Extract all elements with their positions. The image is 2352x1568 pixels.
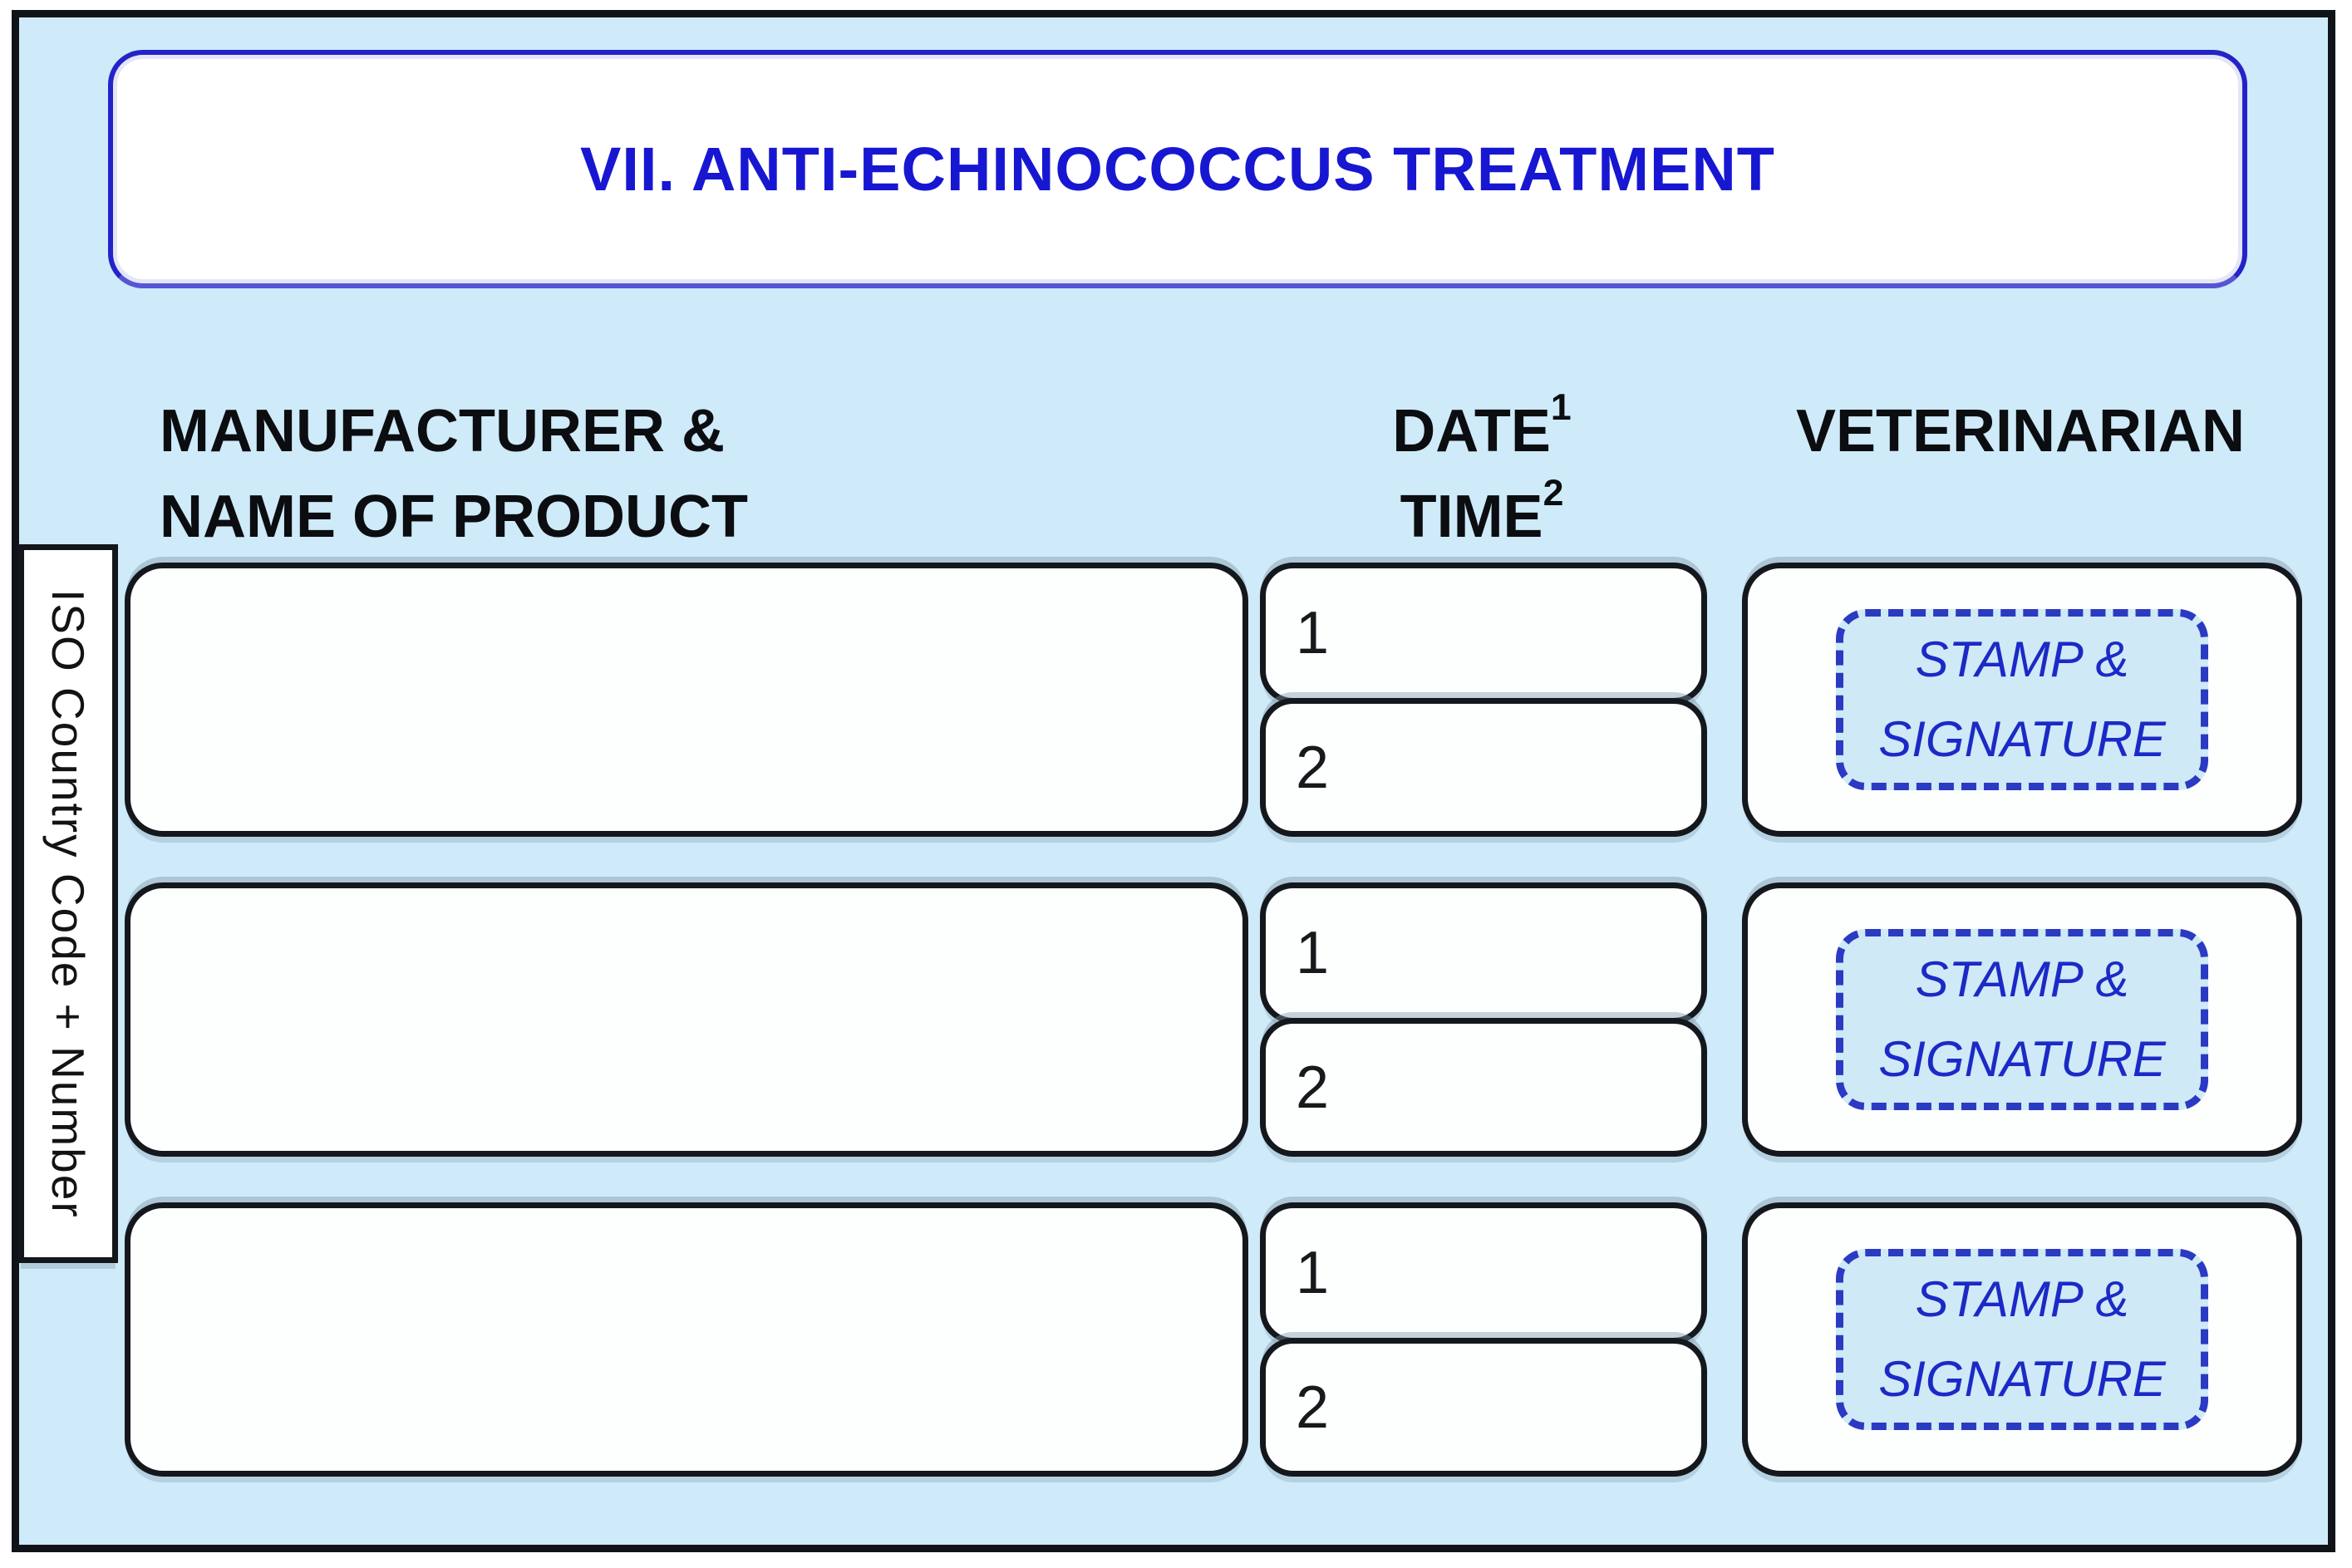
time-header-line: TIME2 [1258,474,1705,560]
date-field-number: 1 [1296,600,1330,666]
date-footnote-marker: 1 [1550,387,1572,428]
treatment-row-2: 1 2 STAMP & SIGNATURE [0,882,2352,1157]
treatment-row-1: 1 2 STAMP & SIGNATURE [0,563,2352,837]
veterinarian-entry-box: STAMP & SIGNATURE [1742,563,2302,837]
manufacturer-header-line1: MANUFACTURER & [160,398,725,465]
stamp-line2: SIGNATURE [1878,711,2166,767]
product-entry-box [125,563,1248,837]
product-entry-box [125,882,1248,1157]
date-word: DATE [1392,398,1551,465]
treatment-row-3: 1 2 STAMP & SIGNATURE [0,1202,2352,1477]
stamp-signature-area: STAMP & SIGNATURE [1836,929,2208,1110]
time-field-number: 2 [1296,1054,1330,1121]
date-field-number: 1 [1296,1240,1330,1306]
stamp-signature-area: STAMP & SIGNATURE [1836,1249,2208,1430]
date-field-number: 1 [1296,920,1330,986]
time-word: TIME [1400,484,1543,550]
date-entry-box: 1 [1260,563,1707,704]
stamp-line1: STAMP & [1915,951,2129,1007]
iso-country-code-label: ISO Country Code + Number [42,588,94,1219]
manufacturer-header-line2: NAME OF PRODUCT [160,484,748,550]
veterinarian-entry-box: STAMP & SIGNATURE [1742,882,2302,1157]
date-entry-box: 1 [1260,882,1707,1024]
time-field-number: 2 [1296,734,1330,801]
date-header-line: DATE1 [1258,389,1705,474]
veterinarian-entry-box: STAMP & SIGNATURE [1742,1202,2302,1477]
time-entry-box: 2 [1260,1018,1707,1157]
column-header-date-time: DATE1 TIME2 [1258,389,1705,560]
stamp-line2: SIGNATURE [1878,1031,2166,1087]
stamp-line1: STAMP & [1915,632,2129,687]
time-entry-box: 2 [1260,1338,1707,1477]
time-footnote-marker: 2 [1543,473,1564,514]
stamp-line2: SIGNATURE [1878,1351,2166,1407]
iso-country-code-tab: ISO Country Code + Number [18,544,118,1263]
column-header-veterinarian: VETERINARIAN [1795,398,2246,465]
product-entry-box [125,1202,1248,1477]
time-field-number: 2 [1296,1374,1330,1441]
section-title: VII. ANTI-ECHINOCOCCUS TREATMENT [580,135,1775,204]
stamp-signature-area: STAMP & SIGNATURE [1836,609,2208,790]
stamp-line1: STAMP & [1915,1271,2129,1327]
column-header-manufacturer: MANUFACTURER & NAME OF PRODUCT [160,389,791,560]
date-entry-box: 1 [1260,1202,1707,1344]
time-entry-box: 2 [1260,698,1707,837]
section-title-box: VII. ANTI-ECHINOCOCCUS TREATMENT [108,50,2247,288]
